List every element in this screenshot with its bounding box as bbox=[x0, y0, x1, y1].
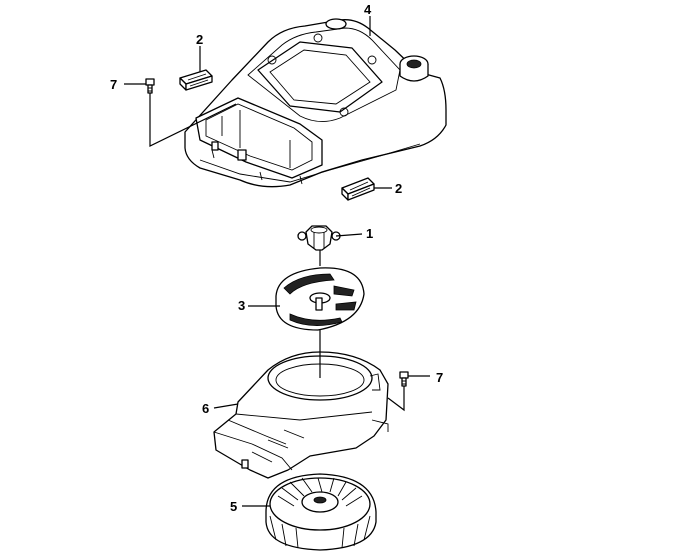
callout-4: 4 bbox=[364, 2, 372, 17]
part-bolt-upper bbox=[145, 78, 155, 94]
part-bolt-lower bbox=[399, 371, 409, 387]
callout-7-upper: 7 bbox=[110, 77, 117, 92]
callout-1: 1 bbox=[366, 226, 373, 241]
part-ratchet bbox=[297, 225, 341, 251]
part-top-cover bbox=[184, 18, 447, 188]
part-fan-housing bbox=[213, 351, 389, 479]
part-flywheel bbox=[265, 473, 377, 551]
part-pad-upper bbox=[179, 69, 213, 91]
callout-2-upper: 2 bbox=[196, 32, 203, 47]
callout-6: 6 bbox=[202, 401, 209, 416]
callout-5: 5 bbox=[230, 499, 237, 514]
part-pad-lower bbox=[341, 177, 375, 201]
callout-7-lower: 7 bbox=[436, 370, 443, 385]
callout-2-lower: 2 bbox=[395, 181, 402, 196]
callout-labels: 4 2 7 2 1 3 7 6 5 bbox=[110, 2, 443, 514]
part-screen bbox=[275, 267, 365, 331]
leader-lines bbox=[124, 16, 430, 507]
callout-3: 3 bbox=[238, 298, 245, 313]
